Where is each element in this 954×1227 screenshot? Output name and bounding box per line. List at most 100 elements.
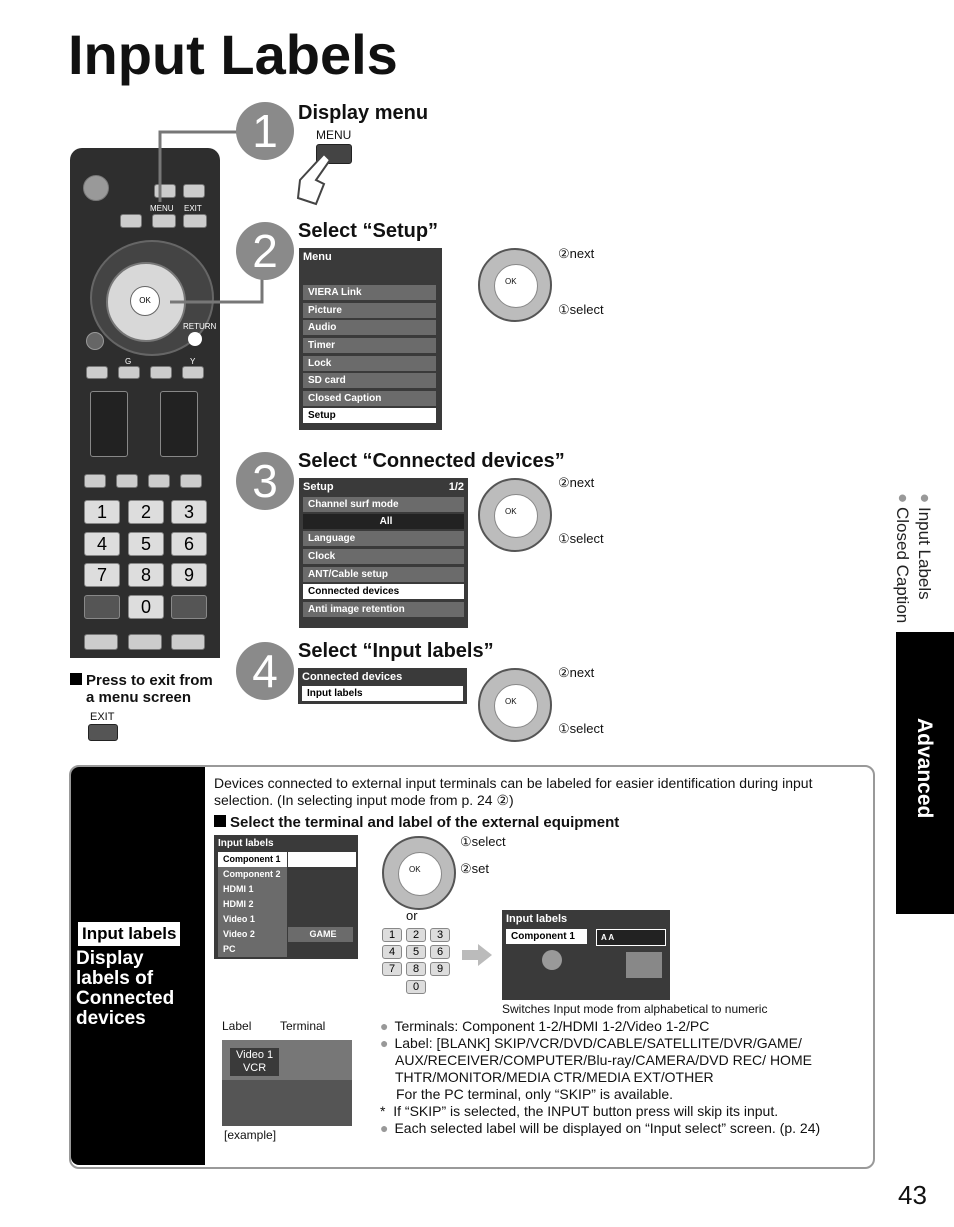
remote-btn[interactable]: [180, 474, 202, 488]
num-key-blank[interactable]: [171, 595, 207, 619]
power-button[interactable]: [83, 175, 109, 201]
terminal-name[interactable]: Component 2: [218, 867, 287, 882]
remote-btn[interactable]: [183, 184, 205, 198]
terminal-name-selected[interactable]: Component 1: [218, 852, 287, 867]
y-label: Y: [190, 357, 196, 366]
num-key[interactable]: 6: [430, 945, 450, 959]
label-value-field[interactable]: [288, 852, 356, 867]
remote-btn[interactable]: [116, 474, 138, 488]
num-key[interactable]: 2: [128, 500, 164, 524]
square-bullet-icon: [214, 815, 226, 827]
volume-rocker[interactable]: [90, 391, 128, 457]
num-key[interactable]: 7: [382, 962, 402, 976]
remote-btn[interactable]: [148, 474, 170, 488]
edit-value-field[interactable]: A A: [596, 929, 666, 946]
num-key-blank[interactable]: [84, 595, 120, 619]
num-key[interactable]: 0: [128, 595, 164, 619]
or-label: or: [406, 908, 418, 923]
input-labels-screen: Input labels Component 1 Component 2 HDM…: [214, 835, 358, 959]
step-2-title: Select “Setup”: [298, 220, 439, 242]
ok-joystick: OK: [478, 478, 552, 552]
num-key[interactable]: 6: [171, 532, 207, 556]
num-key[interactable]: 1: [382, 928, 402, 942]
terminal-name[interactable]: HDMI 1: [218, 882, 287, 897]
menu-item[interactable]: SD card: [303, 373, 436, 388]
setup-item[interactable]: Language: [303, 531, 464, 546]
num-key[interactable]: 9: [430, 962, 450, 976]
exit-note: Press to exit from a menu screen: [70, 672, 213, 706]
exit-button[interactable]: [183, 214, 207, 228]
menu-item[interactable]: Audio: [303, 320, 436, 335]
menu-item[interactable]: Picture: [303, 303, 436, 318]
exit-label: EXIT: [184, 204, 202, 213]
color-button[interactable]: [86, 366, 108, 379]
next-label: ②next: [558, 246, 595, 261]
num-key[interactable]: 1: [84, 500, 120, 524]
menu-header: Menu: [303, 251, 332, 263]
setup-item-value[interactable]: All: [303, 514, 464, 529]
num-key[interactable]: 5: [406, 945, 426, 959]
page-title: Input Labels: [68, 23, 398, 86]
keypad-mini-icon: [626, 952, 662, 978]
step-4-number: 4: [236, 642, 294, 700]
set-label: ②set: [460, 861, 489, 876]
num-key[interactable]: 2: [406, 928, 426, 942]
remote-btn[interactable]: [120, 214, 142, 228]
setup-item[interactable]: Anti image retention: [303, 602, 464, 617]
section-sidebar: Input labels Display labels of Connected…: [71, 767, 205, 1165]
terminal-name[interactable]: PC: [218, 942, 287, 957]
num-key[interactable]: 8: [128, 563, 164, 587]
channel-rocker[interactable]: [160, 391, 198, 457]
menu-button[interactable]: [152, 214, 176, 228]
remote-control: MENU EXIT OK RETURN G Y 1 2 3 4 5 6 7 8 …: [70, 148, 220, 658]
remote-btn[interactable]: [171, 634, 205, 650]
switch-note: Switches Input mode from alphabetical to…: [502, 1002, 768, 1016]
select-label: ①select: [558, 531, 604, 546]
input-labels-header: Input labels: [218, 838, 274, 849]
setup-item[interactable]: Channel surf mode: [303, 497, 464, 512]
exit-button-illus: [88, 724, 118, 741]
menu-item[interactable]: Timer: [303, 338, 436, 353]
section-tab-label: Advanced: [913, 718, 936, 819]
num-key[interactable]: 0: [406, 980, 426, 994]
terminal-name[interactable]: Video 2: [218, 927, 287, 942]
menu-item[interactable]: Closed Caption: [303, 391, 436, 406]
num-key[interactable]: 4: [382, 945, 402, 959]
num-key[interactable]: 4: [84, 532, 120, 556]
input-labels-item[interactable]: Input labels: [302, 686, 463, 701]
num-key[interactable]: 9: [171, 563, 207, 587]
num-key[interactable]: 8: [406, 962, 426, 976]
menu-item[interactable]: VIERA Link: [303, 285, 436, 300]
color-button-y[interactable]: [182, 366, 204, 379]
setup-item-selected[interactable]: Connected devices: [303, 584, 464, 599]
terminal-name[interactable]: HDMI 2: [218, 897, 287, 912]
connected-devices-screen: Connected devices Input labels: [298, 668, 467, 704]
label-value[interactable]: GAME: [288, 927, 353, 942]
edit-terminal[interactable]: Component 1: [506, 929, 587, 944]
terminal-name[interactable]: Video 1: [218, 912, 287, 927]
remote-btn[interactable]: [84, 634, 118, 650]
g-label: G: [125, 357, 132, 366]
num-key[interactable]: 7: [84, 563, 120, 587]
return-button[interactable]: [188, 332, 202, 346]
menu-item[interactable]: Lock: [303, 356, 436, 371]
color-button-g[interactable]: [118, 366, 140, 379]
setup-item[interactable]: Clock: [303, 549, 464, 564]
side-topic: Closed Caption Input Labels: [892, 488, 942, 628]
keypad: 1 2 3 4 5 6 7 8 9 0: [382, 928, 452, 998]
step-3-title: Select “Connected devices”: [298, 450, 565, 472]
hand-press-icon: [296, 152, 332, 206]
num-key[interactable]: 3: [171, 500, 207, 524]
ok-button[interactable]: OK: [130, 286, 160, 316]
color-button[interactable]: [150, 366, 172, 379]
terminals-note: Terminals: Component 1-2/HDMI 1-2/Video …: [380, 1018, 860, 1035]
remote-btn[interactable]: [128, 634, 162, 650]
num-key[interactable]: 5: [128, 532, 164, 556]
square-bullet-icon: [70, 673, 82, 685]
setup-item[interactable]: ANT/Cable setup: [303, 567, 464, 582]
num-key[interactable]: 3: [430, 928, 450, 942]
section-tab[interactable]: Advanced: [896, 632, 954, 914]
menu-item-selected[interactable]: Setup: [303, 408, 436, 423]
remote-btn[interactable]: [84, 474, 106, 488]
remote-round-btn[interactable]: [86, 332, 104, 350]
